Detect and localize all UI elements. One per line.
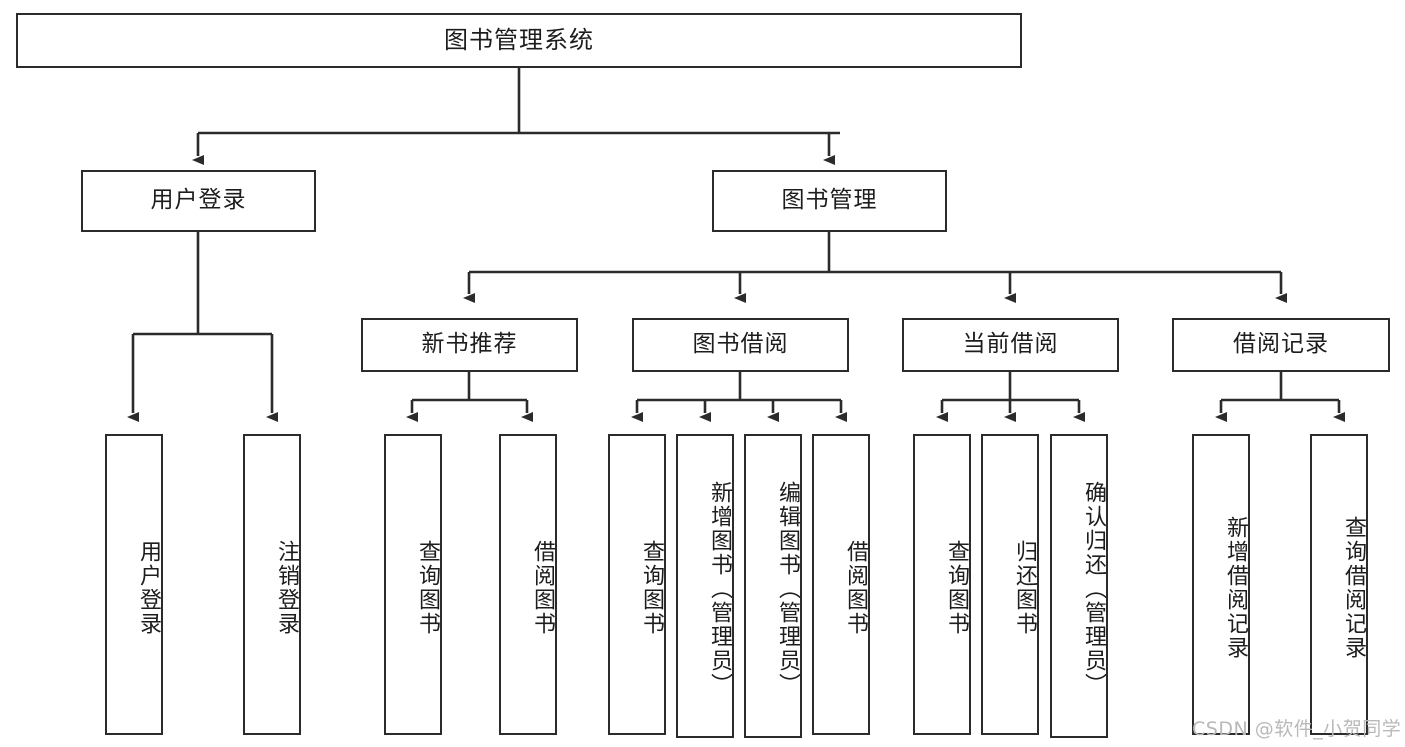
node-borrow-record[interactable]: 借阅记录 [1172,318,1390,372]
leaf-add-borrow-record[interactable]: 新增借阅记录 [1192,434,1250,735]
leaf-edit-book-admin[interactable]: 编辑图书（管理员） [744,434,802,738]
node-book-borrow[interactable]: 图书借阅 [632,318,849,372]
node-current-borrow[interactable]: 当前借阅 [902,318,1119,372]
leaf-query-book-recommendation[interactable]: 查询图书 [384,434,442,735]
node-book-manage[interactable]: 图书管理 [712,170,947,232]
node-new-book-recommendation[interactable]: 新书推荐 [361,318,578,372]
leaf-user-logout[interactable]: 注销登录 [243,434,301,735]
leaf-query-book-current[interactable]: 查询图书 [913,434,971,735]
leaf-return-book[interactable]: 归还图书 [981,434,1039,735]
leaf-borrow-book[interactable]: 借阅图书 [812,434,870,735]
node-root[interactable]: 图书管理系统 [16,13,1022,68]
leaf-query-borrow-record[interactable]: 查询借阅记录 [1310,434,1368,735]
leaf-confirm-return-admin[interactable]: 确认归还（管理员） [1050,434,1108,738]
leaf-query-book-borrow[interactable]: 查询图书 [608,434,666,735]
node-user-login[interactable]: 用户登录 [81,170,316,232]
csdn-watermark: CSDN @软件_小贺同学 [1192,718,1402,740]
leaf-add-book-admin[interactable]: 新增图书（管理员） [676,434,734,738]
leaf-user-login[interactable]: 用户登录 [105,434,163,735]
leaf-borrow-book-recommendation[interactable]: 借阅图书 [499,434,557,735]
